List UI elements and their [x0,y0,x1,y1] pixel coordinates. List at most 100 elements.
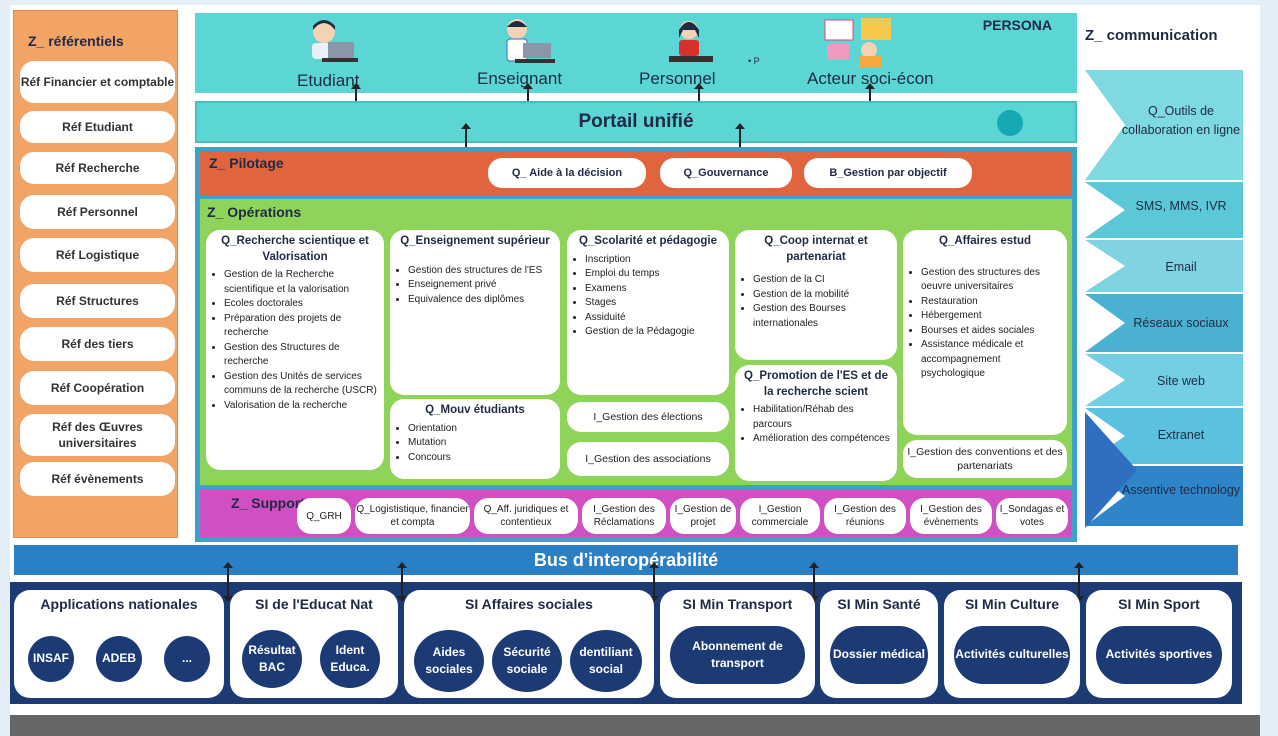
card-title: Q_Enseignement supérieur [400,235,550,247]
communication-chevron [1085,240,1243,292]
communication-chevron [1085,354,1243,406]
persona-title: PERSONA [982,17,1052,33]
list-item: Bourses et aides sociales [921,324,1061,339]
list-item: Gestion des Unités de services communs d… [224,370,378,399]
link-arrow [649,562,659,602]
system-node: INSAF [28,636,74,682]
system-node: Dossier médical [830,626,928,684]
card-list: Inscription Emploi du temps Examens Stag… [573,253,723,340]
list-item: Gestion des Bourses internationales [753,302,891,331]
card-list: Gestion de la CI Gestion de la mobilité … [741,273,891,331]
list-item: Emploi du temps [585,267,723,282]
card-title: Q_Scolarité et pédagogie [578,235,718,247]
system-node: ADEB [96,636,142,682]
communication-item: Q_Outils de collaboration en ligne [1121,104,1241,137]
ref-item: Réf évènements [20,462,175,496]
list-item: Mutation [408,436,554,451]
ref-item: Réf des Œuvres universitaires [20,414,175,456]
support-title: Z_ Support [231,495,305,511]
ref-item: Réf Etudiant [20,111,175,143]
system-title: SI Min Santé [837,596,921,612]
list-item: Gestion des structures de l'ES [408,264,554,279]
list-item: Inscription [585,253,723,268]
list-item: Gestion des Structures de recherche [224,341,378,370]
staff-icon [669,21,713,62]
system-box: SI Min Santé Dossier médical [820,590,938,698]
list-item: Ecoles doctorales [224,297,378,312]
system-title: Applications nationales [40,596,198,612]
ref-item: Réf Financier et comptable [20,61,175,103]
card-list: Orientation Mutation Concours [396,422,554,466]
list-item: Enseignement privé [408,278,554,293]
list-item: Restauration [921,295,1061,310]
ref-item: Réf Personnel [20,195,175,229]
list-item: Préparation des projets de recherche [224,312,378,341]
support-item: I_Gestion des évènements [910,498,992,534]
system-box: SI Min Sport Activités sportives [1086,590,1232,698]
support-item: Q_Logististique, financier et compta [355,498,470,534]
list-item: Concours [408,451,554,466]
student-icon [312,20,358,62]
list-item: Equivalence des diplômes [408,293,554,308]
system-node: Aides sociales [414,630,484,692]
list-item: Assistance médicale et accompagnement ps… [921,338,1061,382]
unified-portal-band: Portail unifié [195,101,1077,143]
system-title: SI Min Culture [964,596,1060,612]
operation-card: Q_Enseignement supérieur Gestion des str… [390,230,560,395]
card-title: Q_Affaires estud [938,235,1032,247]
ref-item: Réf Structures [20,284,175,318]
system-box: Applications nationales INSAF ADEB ... [14,590,224,698]
list-item: Gestion des structures des oeuvre univer… [921,266,1061,295]
list-item: Gestion de la CI [753,273,891,288]
communication-chevron [1085,70,1243,180]
system-box: SI de l'Educat Nat Résultat BAC Ident Ed… [230,590,398,698]
ref-item: Réf Recherche [20,152,175,184]
support-item: Q_GRH [297,498,351,534]
system-title: SI de l'Educat Nat [255,596,373,612]
operations-title: Z_ Opérations [207,204,302,220]
ref-item: Réf des tiers [20,327,175,361]
system-node: ... [164,636,210,682]
system-node: Sécurité sociale [492,630,562,692]
bottom-strip [10,715,1260,736]
pilotage-zone: Z_ Pilotage Q_ Aide à la décision Q_Gouv… [200,151,1072,195]
communication-item: Réseaux sociaux [1133,316,1229,330]
referentiels-panel: Z_ référentiels Réf Financier et comptab… [13,10,178,538]
operation-card: Q_Recherche scientique et Valorisation G… [206,230,384,470]
socio-economic-actor-icon [824,18,891,68]
teacher-icon [506,19,555,63]
system-title: SI Min Transport [682,596,793,612]
persona-dot: • P [748,56,760,66]
communication-item: Assentive technology [1121,483,1241,497]
system-box: SI Min Transport Abonnement de transport [660,590,815,698]
link-arrow [223,562,233,602]
operation-item: I_Gestion des conventions et des partena… [903,440,1067,478]
persona-label: Personnel [639,69,716,88]
card-title: Q_Coop internat et partenariat [764,235,868,263]
card-title: Q_Promotion de l'ES et de la recherche s… [744,370,888,398]
card-title: Q_Recherche scientique et Valorisation [221,235,369,263]
operation-card: Q_Mouv étudiants Orientation Mutation Co… [390,399,560,479]
support-item: I_Gestion commerciale [740,498,820,534]
pilotage-item: Q_Gouvernance [660,158,792,188]
persona-label: Etudiant [297,71,360,90]
pilotage-title: Z_ Pilotage [209,155,284,171]
operation-item: I_Gestion des élections [567,402,729,432]
link-arrow [397,562,407,602]
system-box: SI Affaires sociales Aides sociales Sécu… [404,590,654,698]
operation-card: Q_Affaires estud Gestion des structures … [903,230,1067,435]
link-arrow [809,562,819,602]
list-item: Hébergement [921,309,1061,324]
system-title: SI Min Sport [1118,596,1200,612]
support-item: Q_Aff. juridiques et contentieux [474,498,578,534]
list-item: Gestion de la Recherche scientifique et … [224,268,378,297]
operation-card: Q_Coop internat et partenariat Gestion d… [735,230,897,360]
system-node: Résultat BAC [242,630,302,688]
system-node: dentiliant social [570,630,642,692]
communication-arrow [1085,412,1137,528]
communication-item: Extranet [1157,428,1205,442]
card-list: Gestion de la Recherche scientifique et … [212,268,378,413]
list-item: Gestion de la mobilité [753,288,891,303]
referentiels-title: Z_ référentiels [28,33,124,49]
list-item: Orientation [408,422,554,437]
